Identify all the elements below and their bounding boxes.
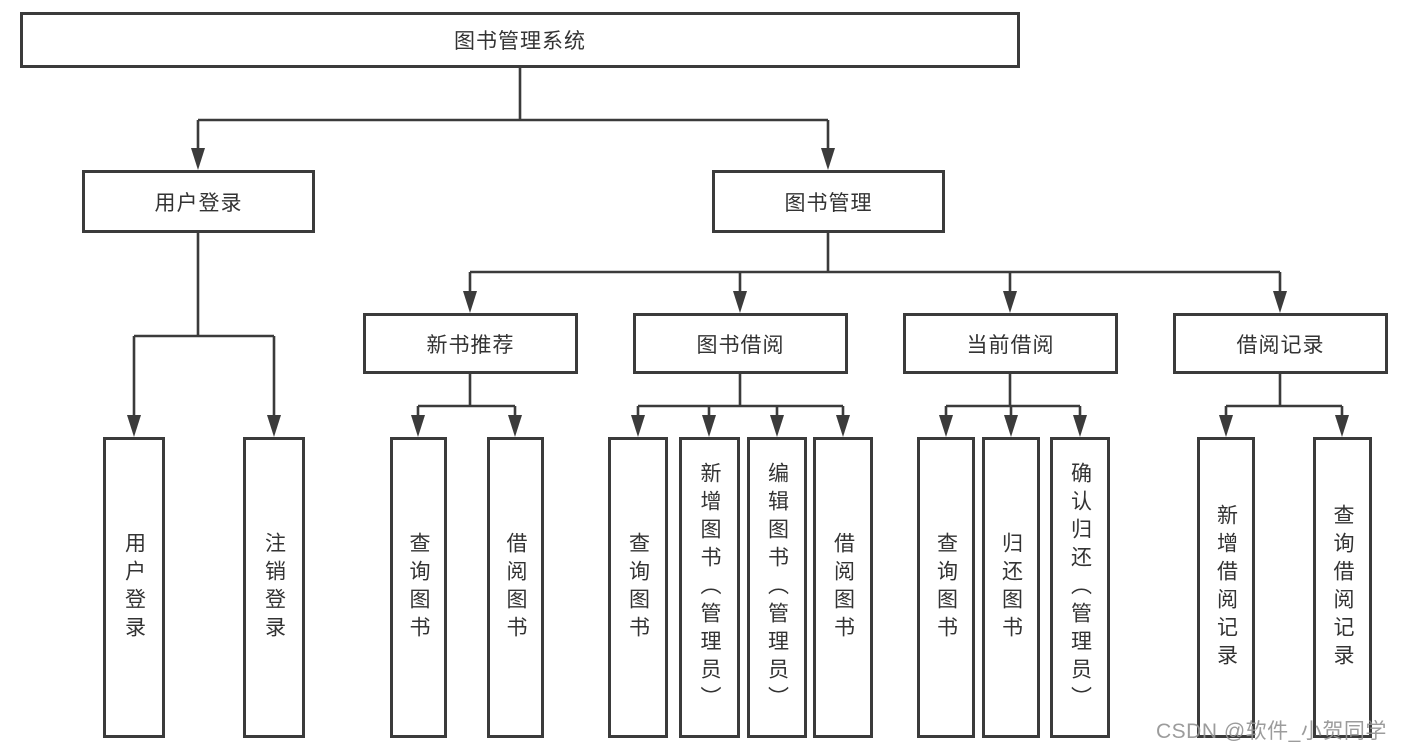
leaf-query-book-label: 查询图书 [934,531,958,644]
leaf-confirm-return-admin: 确认归还（管理员） [1050,437,1110,738]
node-new-book-recommend-label: 新书推荐 [426,333,515,357]
edge-borrow-records-children [1219,374,1349,437]
leaf-query-book: 查询图书 [390,437,447,738]
leaf-add-borrow-record-label: 新增借阅记录 [1214,503,1238,672]
leaf-add-borrow-record: 新增借阅记录 [1197,437,1255,738]
node-book-borrow-label: 图书借阅 [696,333,785,357]
node-borrow-records: 借阅记录 [1173,313,1388,374]
leaf-confirm-return-admin-label: 确认归还（管理员） [1068,461,1092,714]
node-book-borrow: 图书借阅 [633,313,848,374]
leaf-query-book: 查询图书 [608,437,668,738]
leaf-add-book-admin-label: 新增图书（管理员） [698,461,721,714]
node-new-book-recommend: 新书推荐 [363,313,578,374]
node-borrow-records-label: 借阅记录 [1236,333,1325,357]
leaf-borrow-book-label: 借阅图书 [831,531,855,644]
edge-root-to-level2 [191,68,835,170]
leaf-borrow-book-label: 借阅图书 [504,531,527,644]
edge-book-manage-sections [463,233,1287,313]
node-user-login: 用户登录 [82,170,315,233]
leaf-borrow-book: 借阅图书 [813,437,873,738]
leaf-query-book-label: 查询图书 [407,531,430,644]
edge-current-borrow-children [939,374,1087,437]
node-root-system: 图书管理系统 [20,12,1020,68]
leaf-query-borrow-record-label: 查询借阅记录 [1331,503,1354,672]
leaf-edit-book-admin: 编辑图书（管理员） [747,437,807,738]
leaf-user-login-label: 用户登录 [122,531,146,644]
leaf-query-borrow-record: 查询借阅记录 [1313,437,1372,738]
node-book-manage-label: 图书管理 [784,191,873,215]
leaf-user-login: 用户登录 [103,437,165,738]
leaf-borrow-book: 借阅图书 [487,437,544,738]
leaf-return-book: 归还图书 [982,437,1040,738]
edge-book-borrow-children [631,374,850,437]
leaf-query-book-label: 查询图书 [626,531,650,644]
leaf-logout-label: 注销登录 [262,531,286,644]
node-current-borrow-label: 当前借阅 [966,333,1055,357]
leaf-logout: 注销登录 [243,437,305,738]
node-user-login-label: 用户登录 [154,191,243,215]
node-book-manage: 图书管理 [712,170,945,233]
node-root-label: 图书管理系统 [454,30,586,53]
edge-new-book-rec-children [411,374,522,437]
leaf-return-book-label: 归还图书 [999,531,1023,644]
node-current-borrow: 当前借阅 [903,313,1118,374]
edge-user-login-children [127,233,281,437]
leaf-add-book-admin: 新增图书（管理员） [679,437,740,738]
leaf-edit-book-admin-label: 编辑图书（管理员） [765,461,789,714]
leaf-query-book: 查询图书 [917,437,975,738]
